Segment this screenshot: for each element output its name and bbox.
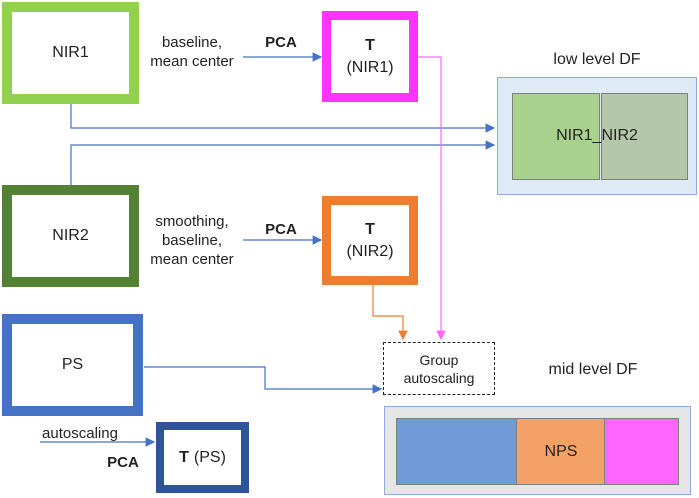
nir1-pca-label: PCA bbox=[265, 34, 297, 51]
ps-preprocessing: autoscaling bbox=[42, 425, 118, 442]
arrow-nir2-lowdf bbox=[70, 140, 496, 185]
t-nir1-source: (NIR1) bbox=[346, 58, 394, 76]
nir2-step-meancenter: mean center bbox=[150, 251, 234, 268]
t-nir2-source: (NIR2) bbox=[346, 242, 394, 260]
low-level-df-block-nir2 bbox=[601, 93, 688, 180]
ps-pca-label: PCA bbox=[107, 454, 139, 471]
t-nir1-letter: T bbox=[365, 36, 375, 54]
t-nir2-box: T (NIR2) bbox=[322, 196, 418, 285]
t-nir1-box: T (NIR1) bbox=[322, 11, 418, 102]
nir1-step-baseline: baseline, bbox=[161, 34, 223, 51]
nir2-pca-label: PCA bbox=[265, 221, 297, 238]
low-level-df-label: NIR1_NIR2 bbox=[556, 127, 638, 144]
t-nir2-letter: T bbox=[365, 220, 375, 238]
nir1-box: NIR1 bbox=[2, 2, 139, 104]
mid-level-df-title: mid level DF bbox=[548, 361, 638, 378]
nir2-preprocessing: smoothing, baseline, mean center bbox=[140, 212, 244, 269]
t-ps-box: T (PS) bbox=[156, 422, 249, 493]
group-autoscaling-box: Group autoscaling bbox=[383, 342, 495, 395]
t-ps-letter: T bbox=[179, 448, 189, 466]
low-level-df-title: low level DF bbox=[553, 51, 641, 68]
nir2-label: NIR2 bbox=[52, 227, 89, 244]
nir2-box: NIR2 bbox=[2, 185, 139, 287]
low-level-df-block-nir1 bbox=[512, 93, 600, 180]
arrow-ps-group bbox=[144, 366, 383, 394]
nir2-step-smoothing: smoothing, bbox=[155, 213, 229, 230]
nir2-step-baseline: baseline, bbox=[161, 232, 223, 249]
ps-box: PS bbox=[2, 314, 143, 416]
arrow-tnir1-group bbox=[418, 56, 446, 341]
mid-level-df-frame: NPS bbox=[384, 406, 691, 495]
ps-label: PS bbox=[61, 356, 84, 373]
nir1-preprocessing: baseline, mean center bbox=[140, 33, 244, 71]
low-level-df-frame: NIR1_NIR2 bbox=[497, 77, 697, 195]
arrow-nir1-lowdf bbox=[70, 104, 496, 133]
nir1-step-meancenter: mean center bbox=[150, 53, 234, 70]
t-ps-source: (PS) bbox=[193, 448, 226, 466]
mid-level-df-block-nir1 bbox=[604, 418, 679, 485]
group-line-2: autoscaling bbox=[403, 369, 475, 386]
mid-level-df-label: NPS bbox=[544, 442, 578, 460]
mid-level-df-block-nir2: NPS bbox=[516, 418, 606, 485]
mid-level-df-block-ps bbox=[396, 418, 518, 485]
nir1-label: NIR1 bbox=[52, 44, 89, 61]
arrow-tnir2-group bbox=[372, 285, 408, 341]
group-line-1: Group bbox=[419, 351, 459, 368]
